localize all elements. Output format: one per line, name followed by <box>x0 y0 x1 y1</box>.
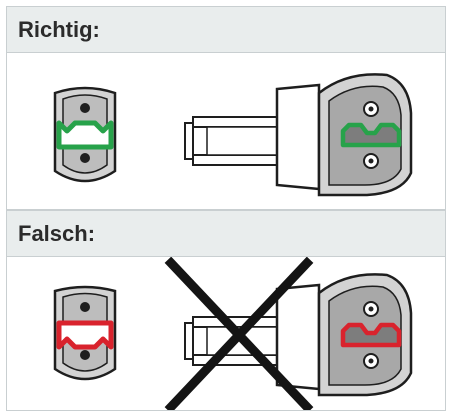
cross-mark <box>164 257 314 410</box>
wrong-heading: Falsch: <box>18 220 96 246</box>
correct-key-outline-side <box>340 122 402 148</box>
plug-side-view-wrong <box>184 273 413 397</box>
wrong-key-outline-front <box>56 320 114 350</box>
correct-key-outline-front <box>56 120 114 150</box>
wrong-illustration <box>7 257 445 410</box>
correct-illustration <box>7 53 445 209</box>
wrong-diagram <box>53 257 413 410</box>
plug-side-view <box>184 73 413 197</box>
correct-heading: Richtig: <box>18 16 100 42</box>
wrong-key-outline-side <box>340 322 402 348</box>
correct-panel: Richtig: <box>6 6 446 210</box>
correct-diagram <box>53 73 413 197</box>
connector-front-view-wrong <box>53 285 117 381</box>
correct-header: Richtig: <box>7 7 445 53</box>
wrong-panel: Falsch: <box>6 210 446 411</box>
wrong-header: Falsch: <box>7 211 445 257</box>
connector-front-view <box>53 86 117 183</box>
